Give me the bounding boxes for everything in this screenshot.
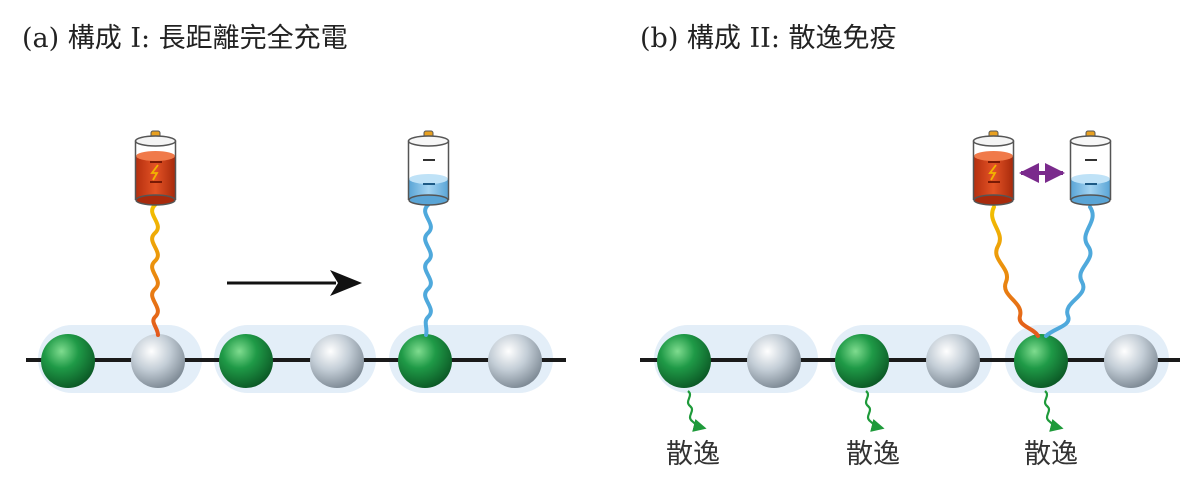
- green-atom: [219, 334, 273, 388]
- green-atom: [657, 334, 711, 388]
- dissipation-label: 散逸: [666, 439, 720, 470]
- green-atom: [398, 334, 452, 388]
- coupling-wave: [990, 205, 1040, 338]
- gray-atom: [747, 334, 801, 388]
- dissipation-label: 散逸: [846, 439, 900, 470]
- gray-atom: [488, 334, 542, 388]
- decay-arrow: [864, 390, 885, 432]
- panel-b: 散逸 散逸 散逸: [640, 130, 1180, 470]
- green-atom: [835, 334, 889, 388]
- dissipation-label: 散逸: [1024, 439, 1078, 470]
- gray-atom: [131, 334, 185, 388]
- gray-atom: [1104, 334, 1158, 388]
- coupling-wave: [423, 203, 433, 337]
- coupling-wave: [1044, 205, 1095, 338]
- battery-charged-icon: [134, 130, 177, 206]
- battery-charged-icon: [972, 130, 1015, 206]
- gray-atom: [926, 334, 980, 388]
- panel-a-title: (a) 構成 I: 長距離完全充電: [22, 23, 348, 54]
- green-atom: [1014, 334, 1068, 388]
- green-atom: [41, 334, 95, 388]
- transfer-arrow: [227, 270, 362, 296]
- panel-b-title: (b) 構成 II: 散逸免疫: [640, 23, 897, 54]
- coupling-wave: [150, 203, 160, 337]
- gray-atom: [310, 334, 364, 388]
- decay-arrow: [1043, 390, 1064, 432]
- battery-empty-icon: [1069, 130, 1112, 206]
- battery-empty-icon: [407, 130, 450, 206]
- panel-a: [26, 130, 566, 393]
- decay-arrow: [686, 390, 707, 432]
